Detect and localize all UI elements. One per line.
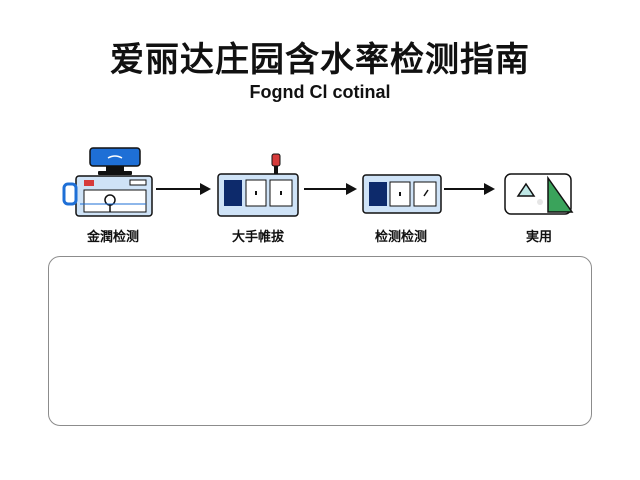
step-1-icon: [60, 146, 156, 218]
arrow-right-icon: [304, 182, 358, 196]
content-panel: [48, 256, 592, 426]
page-subtitle: Fognd Cl cotinal: [249, 82, 391, 102]
arrow-right-icon: [444, 182, 496, 196]
step-2-icon: [216, 150, 300, 218]
step-4-icon: [504, 172, 574, 216]
measurement-panel-icon: [362, 174, 442, 214]
step-2-label: 大手帷拔: [231, 230, 284, 245]
sensor-device-icon: [217, 153, 299, 217]
computer-monitor-device-icon: [62, 147, 153, 217]
page-title: 爱丽达庄园含水率检测指南: [110, 40, 530, 80]
arrow-right-icon: [156, 182, 212, 196]
triangle-shape-card-icon: [504, 173, 574, 215]
step-4-label: 実用: [525, 230, 552, 245]
step-3-label: 检测检测: [374, 230, 427, 245]
step-3-icon: [362, 174, 442, 214]
step-1-label: 金潤检测: [86, 230, 139, 245]
